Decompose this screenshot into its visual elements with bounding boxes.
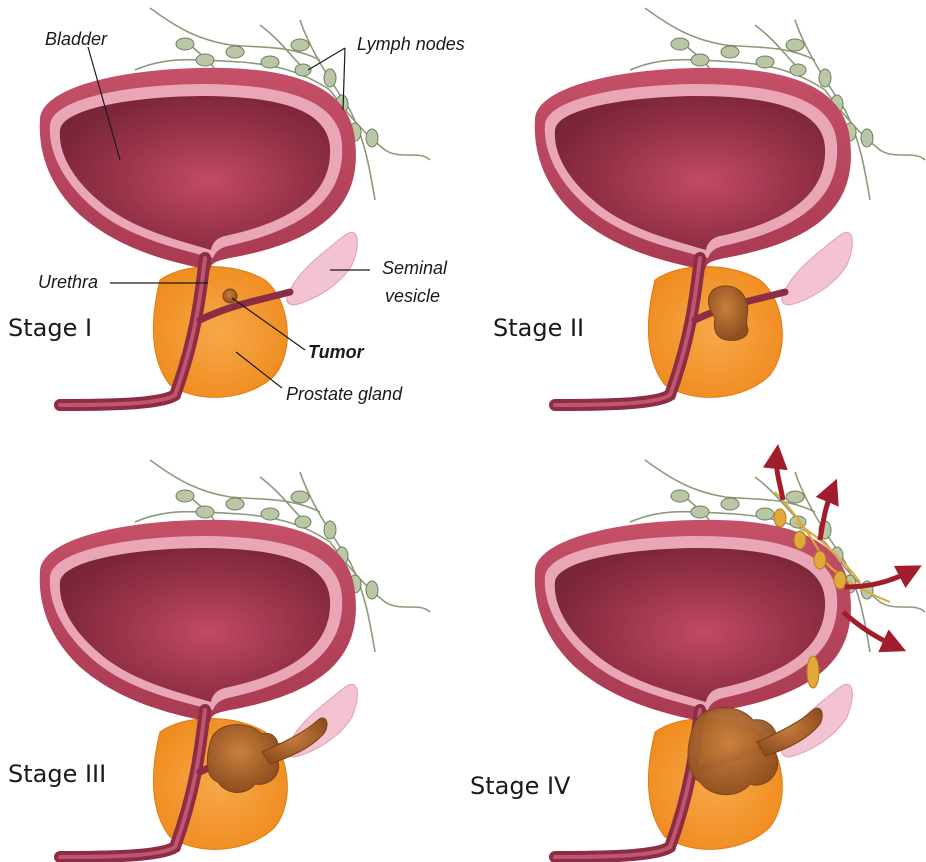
tumor-small — [223, 289, 237, 303]
metastasis-arrow-4 — [843, 612, 897, 647]
seminal-vesicle-label-line2: vesicle — [385, 286, 440, 306]
urethra-label: Urethra — [38, 272, 98, 292]
stage-3-label: Stage III — [8, 760, 106, 788]
metastasis-arrow-1 — [777, 454, 783, 500]
stage-1-panel: Bladder Lymph nodes Urethra Seminal vesi… — [8, 8, 465, 405]
tumor-label: Tumor — [308, 342, 365, 362]
stage-2-label: Stage II — [493, 314, 584, 342]
stage-1-label: Stage I — [8, 314, 92, 342]
stage-4-label: Stage IV — [470, 772, 571, 800]
stage-2-panel — [535, 8, 925, 405]
bladder-label: Bladder — [45, 29, 108, 49]
lymph-nodes-label: Lymph nodes — [357, 34, 465, 54]
prostate-gland-label: Prostate gland — [286, 384, 403, 404]
seminal-vesicle-label-line1: Seminal — [382, 258, 448, 278]
stage-3-panel — [40, 460, 430, 857]
stage-4-panel — [535, 454, 925, 857]
